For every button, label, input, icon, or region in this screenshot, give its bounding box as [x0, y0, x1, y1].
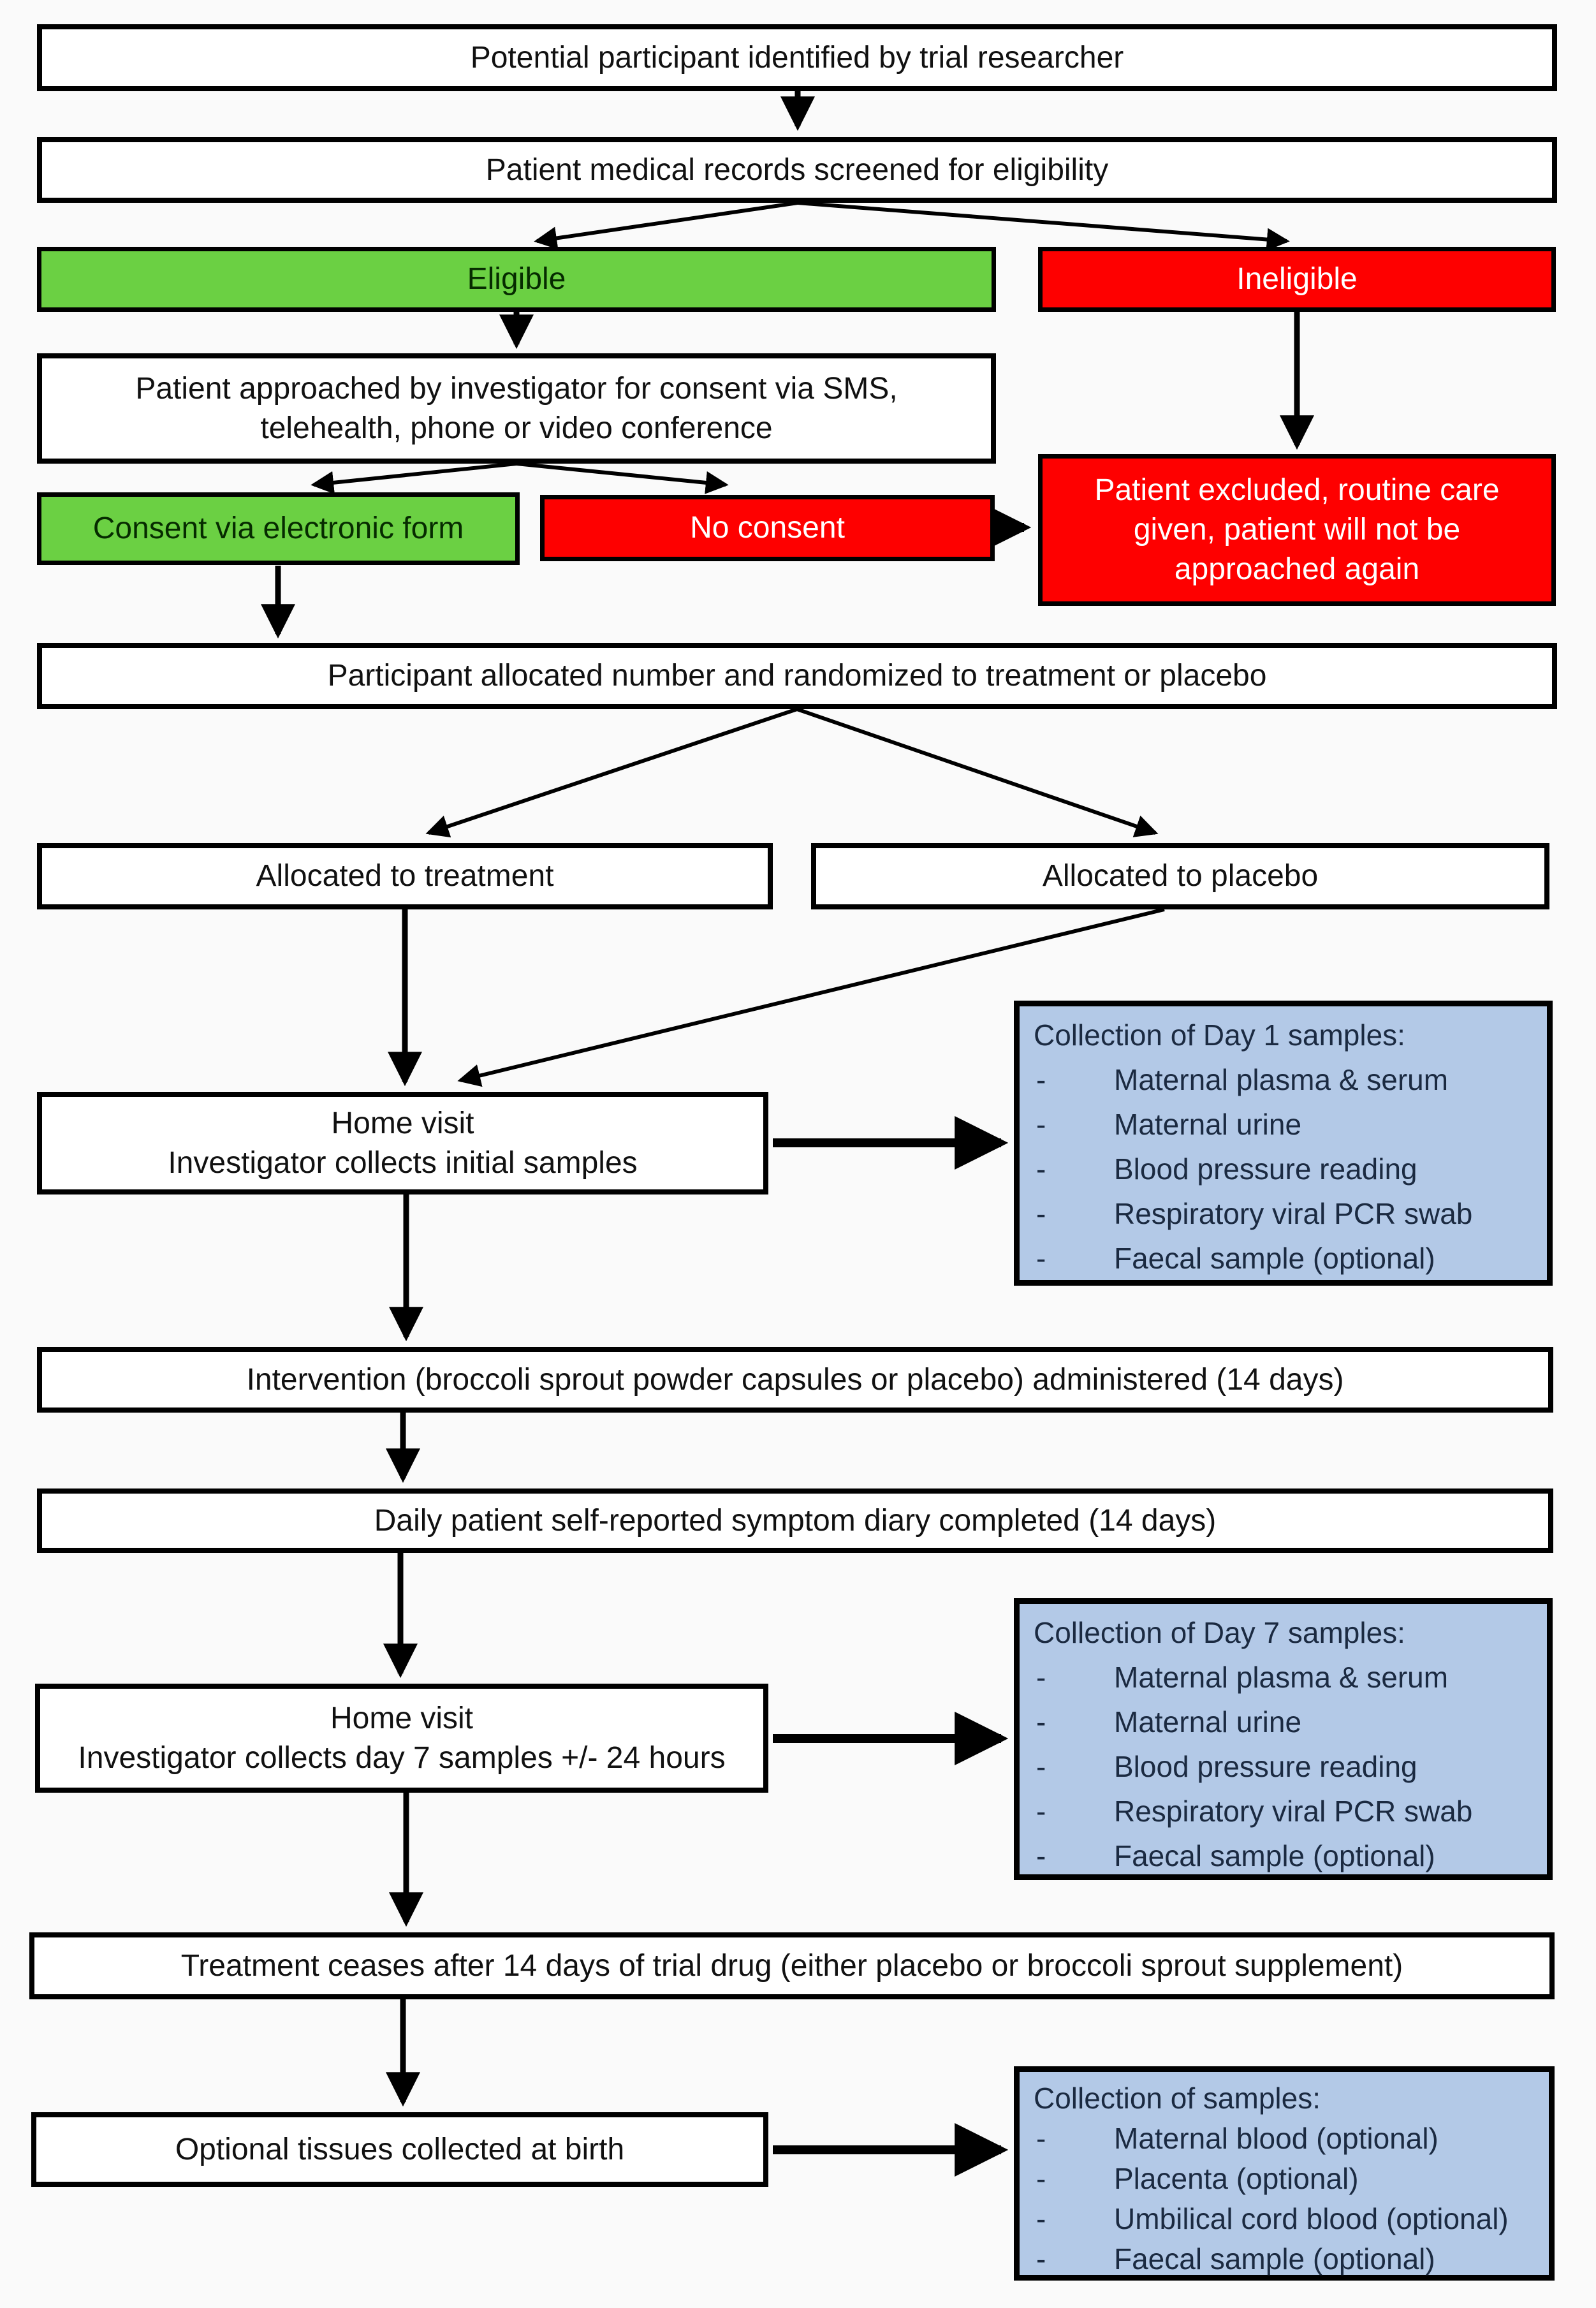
node-ineligible: Ineligible [1038, 247, 1556, 312]
list-item: - Maternal urine [1031, 1102, 1535, 1147]
list-item: - Umbilical cord blood (optional) [1031, 2199, 1537, 2239]
node-approached-line1: Patient approached by investigator for c… [135, 371, 898, 406]
node-diary-label: Daily patient self-reported symptom diar… [374, 1503, 1217, 1538]
list-item: - Faecal sample (optional) [1031, 2239, 1537, 2279]
list-item: - Blood pressure reading [1031, 1744, 1535, 1789]
panel-birth-samples: Collection of samples: - Maternal blood (… [1014, 2066, 1555, 2281]
panel-day1-item: Maternal urine [1114, 1108, 1302, 1141]
node-treatment-ceases: Treatment ceases after 14 days of trial … [29, 1932, 1555, 1999]
bullet-dash: - [1036, 2162, 1046, 2195]
node-home-visit-1: Home visit Investigator collects initial… [37, 1092, 768, 1194]
arrow-randomized-to-treatment [425, 707, 798, 838]
bullet-dash: - [1036, 1242, 1046, 1275]
node-approached: Patient approached by investigator for c… [37, 353, 996, 464]
list-item: - Maternal blood (optional) [1031, 2119, 1537, 2159]
list-item: - Maternal plasma & serum [1031, 1655, 1535, 1700]
node-ineligible-label: Ineligible [1236, 262, 1358, 296]
panel-day1-item: Blood pressure reading [1114, 1152, 1417, 1186]
panel-day7-item: Blood pressure reading [1114, 1750, 1417, 1783]
arrow-approached-to-consent [311, 462, 517, 494]
arrow-screened-to-ineligible [797, 201, 1290, 251]
node-home-visit-2: Home visit Investigator collects day 7 s… [35, 1684, 768, 1793]
node-consent: Consent via electronic form [37, 492, 520, 565]
panel-day7-item: Maternal urine [1114, 1705, 1302, 1738]
panel-day1-item: Maternal plasma & serum [1114, 1063, 1449, 1096]
arrow-placebo-to-home1 [457, 908, 1165, 1087]
node-allocated-placebo: Allocated to placebo [811, 843, 1549, 909]
node-identified-label: Potential participant identified by tria… [470, 40, 1124, 75]
node-no-consent-label: No consent [690, 511, 845, 545]
node-identified: Potential participant identified by tria… [37, 24, 1557, 91]
node-allocated-treatment-label: Allocated to treatment [256, 859, 554, 893]
bullet-dash: - [1036, 1063, 1046, 1096]
node-eligible: Eligible [37, 247, 996, 312]
bullet-dash: - [1036, 1661, 1046, 1694]
bullet-dash: - [1036, 1839, 1046, 1872]
panel-day1-samples: Collection of Day 1 samples: - Maternal p… [1014, 1001, 1553, 1286]
panel-day1-item: Respiratory viral PCR swab [1114, 1197, 1473, 1230]
node-diary: Daily patient self-reported symptom diar… [37, 1488, 1553, 1553]
bullet-dash: - [1036, 1197, 1046, 1230]
node-approached-line2: telehealth, phone or video conference [260, 411, 773, 445]
node-eligible-label: Eligible [467, 262, 566, 296]
list-item: - Respiratory viral PCR swab [1031, 1789, 1535, 1834]
panel-day7-item: Maternal plasma & serum [1114, 1661, 1449, 1694]
bullet-dash: - [1036, 1795, 1046, 1828]
node-no-consent: No consent [540, 495, 995, 561]
node-screened: Patient medical records screened for eli… [37, 137, 1557, 203]
list-item: - Placenta (optional) [1031, 2159, 1537, 2199]
bullet-dash: - [1036, 1705, 1046, 1738]
list-item: - Maternal urine [1031, 1700, 1535, 1744]
node-allocated-treatment: Allocated to treatment [37, 843, 773, 909]
panel-day1-item: Faecal sample (optional) [1114, 1242, 1435, 1275]
node-screened-label: Patient medical records screened for eli… [485, 152, 1109, 187]
panel-birth-title: Collection of samples: [1034, 2082, 1321, 2115]
panel-birth-item: Placenta (optional) [1114, 2162, 1359, 2195]
panel-day1-title: Collection of Day 1 samples: [1034, 1018, 1405, 1052]
bullet-dash: - [1036, 1750, 1046, 1783]
node-treatment-ceases-label: Treatment ceases after 14 days of trial … [180, 1948, 1403, 1983]
panel-birth-item: Maternal blood (optional) [1114, 2122, 1439, 2155]
panel-birth-item: Faecal sample (optional) [1114, 2242, 1435, 2275]
bullet-dash: - [1036, 1108, 1046, 1141]
node-home-visit-1-line1: Home visit [331, 1106, 474, 1140]
node-excluded-line2: given, patient will not be [1133, 513, 1461, 547]
bullet-dash: - [1036, 1152, 1046, 1186]
list-item: - Respiratory viral PCR swab [1031, 1191, 1535, 1236]
bullet-dash: - [1036, 2122, 1046, 2155]
node-excluded-line1: Patient excluded, routine care [1094, 473, 1500, 507]
node-allocated-placebo-label: Allocated to placebo [1042, 859, 1319, 893]
list-item: - Maternal plasma & serum [1031, 1057, 1535, 1102]
list-item: - Faecal sample (optional) [1031, 1236, 1535, 1281]
list-item: - Faecal sample (optional) [1031, 1834, 1535, 1878]
node-randomized: Participant allocated number and randomi… [37, 643, 1557, 709]
node-optional-tissues: Optional tissues collected at birth [31, 2112, 768, 2187]
node-excluded: Patient excluded, routine care given, pa… [1038, 454, 1556, 606]
bullet-dash: - [1036, 2202, 1046, 2235]
node-home-visit-2-line2: Investigator collects day 7 samples +/- … [78, 1740, 726, 1775]
panel-birth-item: Umbilical cord blood (optional) [1114, 2202, 1509, 2235]
arrow-approached-to-noconsent [516, 462, 729, 494]
node-intervention-label: Intervention (broccoli sprout powder cap… [246, 1362, 1344, 1397]
panel-day7-item: Faecal sample (optional) [1114, 1839, 1435, 1872]
node-home-visit-2-line1: Home visit [330, 1701, 474, 1735]
node-consent-label: Consent via electronic form [92, 511, 464, 545]
panel-day7-samples: Collection of Day 7 samples: - Maternal p… [1014, 1598, 1553, 1880]
arrow-screened-to-eligible [534, 201, 798, 250]
panel-day7-item: Respiratory viral PCR swab [1114, 1795, 1473, 1828]
node-randomized-label: Participant allocated number and randomi… [327, 659, 1267, 693]
list-item: - Blood pressure reading [1031, 1147, 1535, 1191]
bullet-dash: - [1036, 2242, 1046, 2275]
node-excluded-line3: approached again [1174, 552, 1420, 586]
arrow-randomized-to-placebo [796, 707, 1159, 837]
panel-day7-title: Collection of Day 7 samples: [1034, 1616, 1405, 1649]
node-home-visit-1-line2: Investigator collects initial samples [168, 1145, 638, 1180]
node-intervention: Intervention (broccoli sprout powder cap… [37, 1347, 1553, 1413]
node-optional-tissues-label: Optional tissues collected at birth [175, 2132, 625, 2166]
